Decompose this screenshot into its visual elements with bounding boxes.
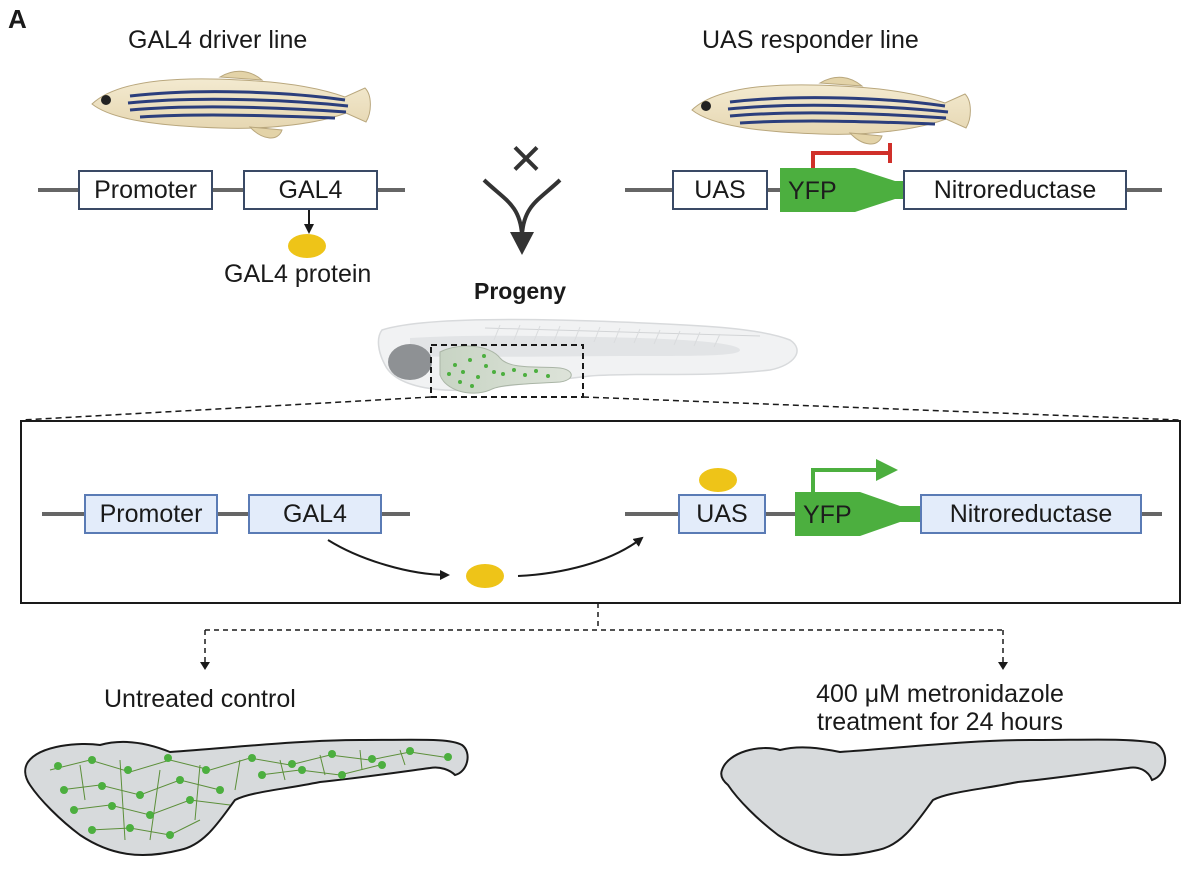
driver-line-title: GAL4 driver line (128, 26, 308, 54)
activated-yfp-label: YFP (803, 501, 852, 529)
gal4-protein-bound-icon (699, 468, 737, 492)
gal4-protein-icon (288, 234, 326, 258)
activated-gal4-box: GAL4 (248, 494, 382, 534)
liver-icon-untreated (24, 738, 469, 856)
driver-gal4-box: GAL4 (243, 170, 378, 210)
zoom-line-right (582, 396, 1181, 421)
responder-nitroreductase-box: Nitroreductase (903, 170, 1127, 210)
activated-promoter-box: Promoter (84, 494, 218, 534)
gal4-to-protein-arrow (327, 539, 450, 580)
progeny-arrowhead (510, 232, 534, 255)
gal4-protein-label: GAL4 protein (224, 260, 372, 288)
zoom-region (430, 344, 584, 398)
treatment-label-line1: 400 μM metronidazole (816, 680, 1064, 708)
repression-line (811, 151, 890, 168)
responder-uas-box: UAS (672, 170, 768, 210)
panel-label: A (8, 4, 27, 34)
cross-symbol: × (509, 126, 543, 189)
treatment-label-line2: treatment for 24 hours (817, 708, 1063, 736)
driver-promoter-box: Promoter (78, 170, 213, 210)
progeny-label: Progeny (474, 278, 567, 304)
merge-line-right (520, 178, 562, 236)
zoom-line-left (21, 396, 432, 421)
zebrafish-adult-icon-left (91, 70, 371, 139)
yfp-gene-activated (795, 492, 920, 536)
branch-left-arrowhead (200, 662, 210, 670)
responder-line-title: UAS responder line (702, 26, 919, 54)
activation-arrow (811, 459, 898, 492)
responder-yfp-label: YFP (788, 177, 837, 205)
gal4-protein-free-icon (466, 564, 504, 588)
activated-nitroreductase-box: Nitroreductase (920, 494, 1142, 534)
protein-to-uas-arrow (517, 536, 644, 577)
liver-icon-treated (720, 738, 1167, 856)
yfp-gene-top (780, 168, 903, 212)
zebrafish-adult-icon-right (691, 76, 971, 145)
activated-uas-box: UAS (678, 494, 766, 534)
branch-right-arrowhead (998, 662, 1008, 670)
control-label: Untreated control (104, 685, 296, 713)
zebrafish-larva-icon (377, 318, 798, 394)
